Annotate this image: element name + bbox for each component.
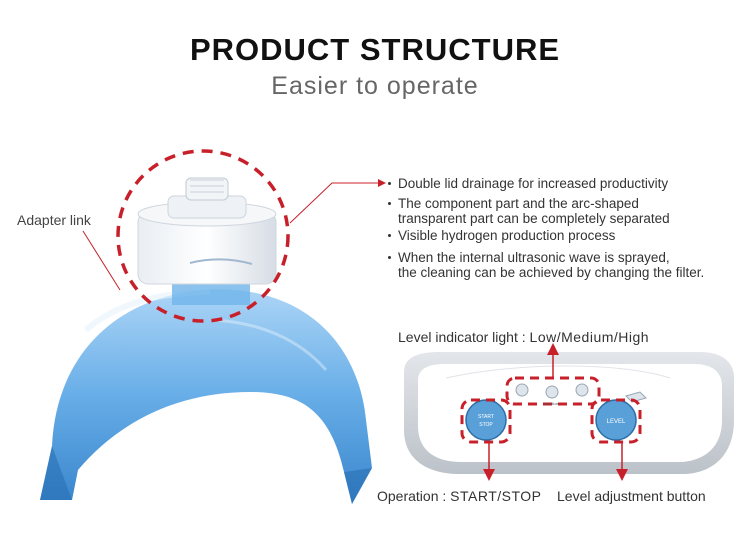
adapter-link-label: Adapter link	[17, 212, 91, 228]
adapter-leader-line	[82, 230, 121, 291]
level-indicator-prefix: Level indicator light :	[398, 329, 526, 345]
feature-line: The component part and the arc-shaped	[398, 196, 639, 211]
page-subtitle: Easier to operate	[271, 72, 479, 100]
feature-line: Double lid drainage for increased produc…	[398, 176, 669, 191]
feature-line: When the internal ultrasonic wave is spr…	[398, 250, 670, 265]
start-button-label: START	[478, 414, 494, 420]
operation-value: START/STOP	[450, 488, 542, 504]
feature-line: transparent part can be completely separ…	[398, 211, 670, 226]
operation-label: Operation : START/STOP	[377, 488, 542, 504]
level-indicator-value: Low/Medium/High	[529, 329, 650, 345]
bullet-dot-icon	[388, 234, 391, 237]
adapter-highlight-circle	[116, 149, 290, 323]
level-adjustment-label: Level adjustment button	[557, 488, 706, 504]
feature-line: Visible hydrogen production process	[398, 228, 616, 243]
adapter-cap	[137, 177, 277, 305]
features-leader-line	[289, 179, 386, 224]
medium-indicator-label: Medium	[545, 401, 560, 406]
start-stop-highlight	[460, 398, 512, 444]
operation-prefix: Operation :	[377, 488, 447, 504]
feature-line: the cleaning can be achieved by changing…	[398, 265, 705, 280]
level-highlight	[590, 398, 642, 444]
control-panel	[404, 352, 734, 474]
stop-button-label: STOP	[479, 422, 493, 428]
bullet-dot-icon	[388, 182, 391, 185]
level-button-label: LEVEL	[607, 419, 626, 425]
bullet-dot-icon	[388, 202, 391, 205]
level-indicator-label: Level indicator light : Low/Medium/High	[398, 329, 649, 345]
blue-dome	[40, 289, 372, 504]
page-title: PRODUCT STRUCTURE	[189, 32, 561, 67]
bullet-dot-icon	[388, 256, 391, 259]
